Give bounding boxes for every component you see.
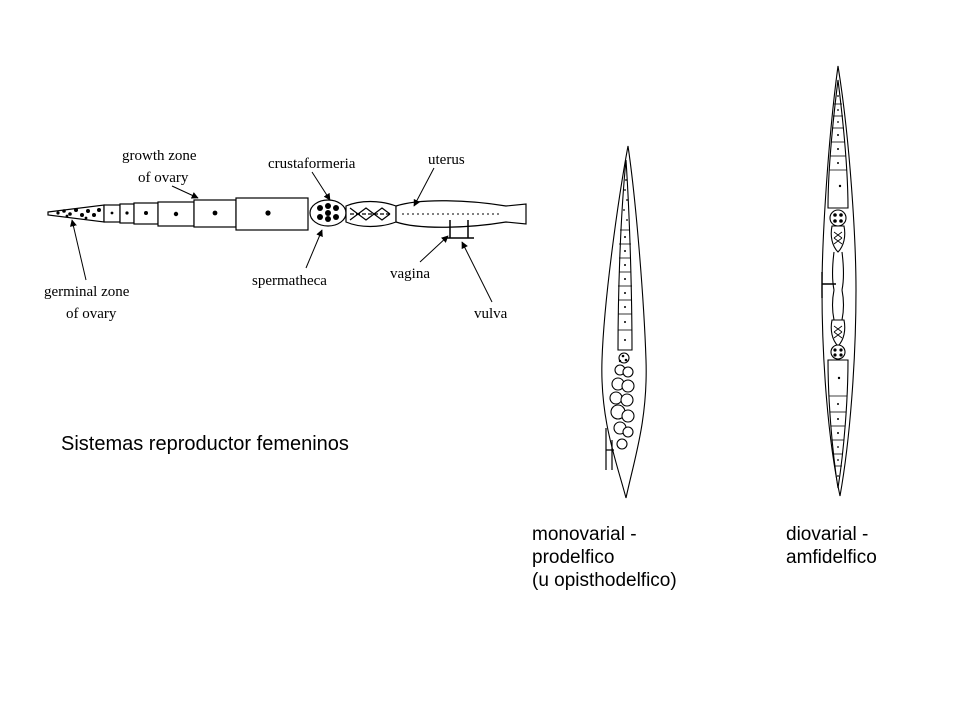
label-uterus: uterus <box>428 152 465 168</box>
slide-title: Sistemas reproductor femeninos <box>61 433 349 455</box>
monovarial-prodelphic-illustration <box>601 145 647 499</box>
diovarial-amphidelphic-illustration <box>821 65 857 497</box>
label-growth-zone-2: of ovary <box>138 170 189 186</box>
label-growth-zone-1: growth zone <box>122 148 197 164</box>
label-spermatheca: spermatheca <box>252 273 327 289</box>
caption-diovarial-line-1: diovarial - <box>786 524 869 545</box>
pointer-arrows <box>70 167 493 303</box>
caption-diovarial-line-2: amfidelfico <box>786 547 877 568</box>
label-germinal-zone-2: of ovary <box>66 306 117 322</box>
caption-monovarial-line-2: prodelfico <box>532 547 615 568</box>
label-crustaformeria: crustaformeria <box>268 156 356 172</box>
label-vagina: vagina <box>390 266 430 282</box>
female-gonad-diagram <box>47 197 527 239</box>
caption-diovarial: diovarial - amfidelfico <box>786 523 877 569</box>
label-vulva: vulva <box>474 306 508 322</box>
caption-monovarial-line-3: (u opisthodelfico) <box>532 570 677 591</box>
caption-monovarial-line-1: monovarial - <box>532 524 637 545</box>
caption-monovarial: monovarial - prodelfico (u opisthodelfic… <box>532 523 677 592</box>
label-germinal-zone-1: germinal zone <box>44 284 130 300</box>
